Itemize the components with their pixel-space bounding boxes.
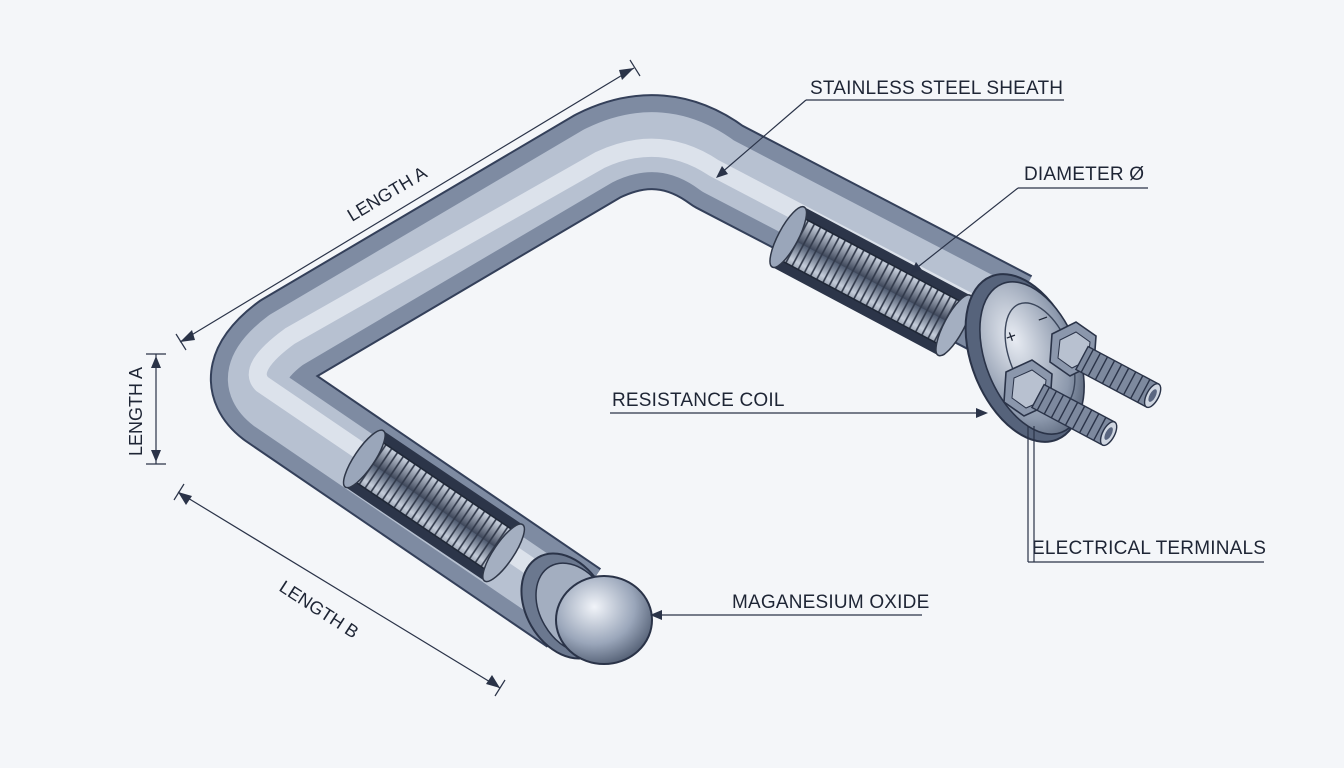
callout-stainless-steel-sheath: STAINLESS STEEL SHEATH: [716, 78, 1064, 178]
callout-magnesium-oxide: MAGANESIUM OXIDE: [650, 592, 929, 620]
length-b-label: LENGTH B: [276, 577, 362, 643]
end-cap: [520, 552, 653, 665]
label-resistance-coil: RESISTANCE COIL: [612, 390, 785, 411]
stainless-steel-sheath: [210, 94, 1033, 648]
resistance-coil-right-section: [769, 205, 974, 357]
label-electrical-terminals: ELECTRICAL TERMINALS: [1032, 538, 1266, 559]
length-a-side-label: LENGTH A: [126, 367, 146, 456]
callout-diameter: DIAMETER Ø: [910, 164, 1148, 274]
label-stainless-steel-sheath: STAINLESS STEEL SHEATH: [810, 78, 1063, 99]
electrical-terminal-negative: [1049, 321, 1162, 409]
resistance-coil-left-section: [342, 429, 526, 583]
label-diameter: DIAMETER Ø: [1024, 164, 1144, 185]
callout-resistance-coil: RESISTANCE COIL: [610, 390, 988, 418]
callout-electrical-terminals: ELECTRICAL TERMINALS: [1027, 426, 1266, 563]
dimension-length-a-side: LENGTH A: [126, 353, 166, 465]
electrical-terminal-positive: [1003, 359, 1118, 447]
label-magnesium-oxide: MAGANESIUM OXIDE: [732, 592, 929, 613]
